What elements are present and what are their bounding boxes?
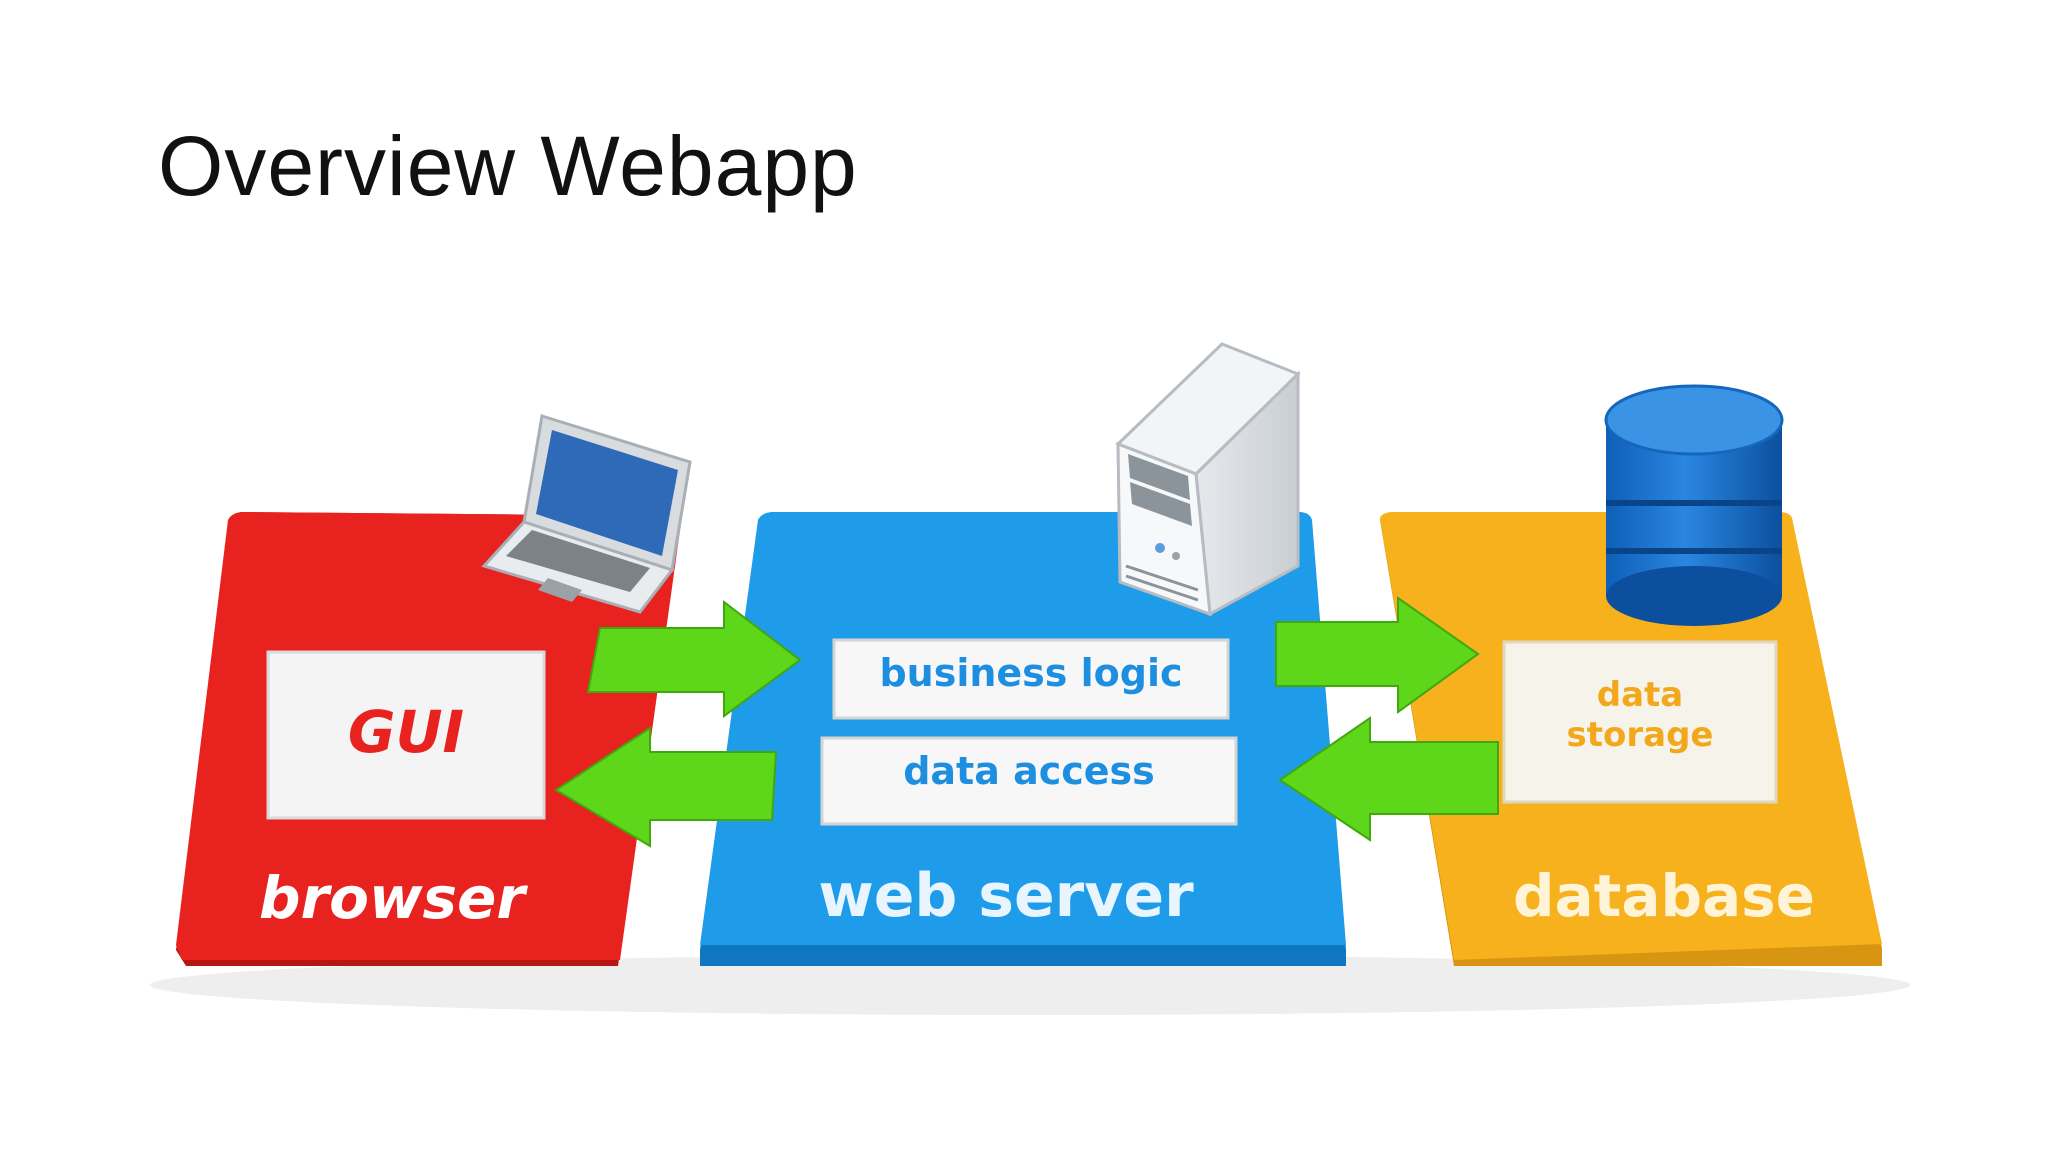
- webserver-platform: business logic data access web server: [700, 512, 1346, 966]
- arrow-server-to-browser: [554, 726, 778, 848]
- data-storage-line2: storage: [1567, 715, 1714, 755]
- arrow-database-to-server: [1278, 716, 1499, 842]
- data-storage-card: [1502, 640, 1778, 804]
- data-storage-line1: data: [1597, 675, 1683, 715]
- arrow-server-to-database: [1275, 596, 1480, 714]
- gui-card-label: GUI: [348, 698, 464, 766]
- browser-platform: GUI browser: [176, 512, 682, 966]
- database-label: database: [1513, 862, 1815, 930]
- arrow-browser-to-server: [586, 599, 802, 718]
- webserver-label: web server: [818, 861, 1194, 931]
- data-access-card: [820, 736, 1238, 826]
- laptop-icon: [481, 414, 692, 614]
- business-logic-label: business logic: [879, 651, 1182, 695]
- gui-card: [266, 650, 546, 820]
- database-cylinder-icon: [1604, 384, 1784, 626]
- business-logic-card: [832, 638, 1230, 720]
- data-access-label: data access: [903, 749, 1155, 793]
- floor-shadow: [150, 955, 1910, 1015]
- slide-title: Overview Webapp: [158, 119, 858, 213]
- browser-label: browser: [259, 864, 528, 932]
- server-tower-icon: [1115, 342, 1301, 617]
- database-platform: data storage database: [1380, 512, 1882, 966]
